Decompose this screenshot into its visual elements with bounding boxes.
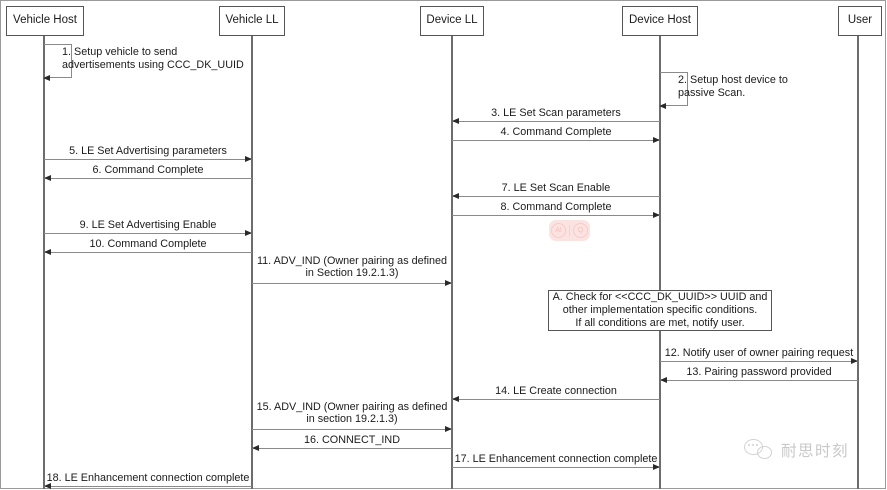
self-message-arrowhead: [43, 74, 50, 81]
brand-watermark-text: 耐思时刻: [781, 443, 850, 460]
message-label-m3: 3. LE Set Scan parameters: [491, 107, 621, 119]
message-line-m9: [44, 233, 252, 235]
message-line-m14: [452, 399, 660, 401]
message-line-m5: [44, 159, 252, 161]
lifeline-head-vehicle-host[interactable]: Vehicle Host: [6, 6, 84, 36]
message-label-m6: 6. Command Complete: [92, 164, 204, 176]
message-arrowhead-right: [245, 230, 252, 237]
message-arrowhead-right: [245, 156, 252, 163]
message-label-m9: 9. LE Set Advertising Enable: [79, 219, 217, 231]
message-line-m17: [452, 467, 660, 469]
brand-watermark: 耐思时刻: [744, 438, 849, 462]
message-arrowhead-left: [452, 118, 459, 125]
lifeline-label: Device Host: [629, 14, 691, 27]
message-line-m8: [452, 215, 660, 217]
watermark-divider: [569, 225, 570, 236]
message-arrowhead-right: [653, 464, 660, 471]
message-line-m12: [660, 361, 858, 363]
self-message-arrowhead: [659, 102, 666, 109]
message-arrowhead-right: [851, 358, 858, 365]
lifeline-line-vehicle-ll: [251, 36, 253, 489]
message-label-m11: 11. ADV_IND (Owner pairing as defined in…: [256, 255, 448, 280]
message-arrowhead-right: [445, 280, 452, 287]
message-line-m10: [44, 252, 252, 254]
lifeline-line-user: [857, 36, 859, 489]
message-line-m18: [44, 486, 252, 488]
message-arrowhead-left: [44, 483, 51, 490]
message-arrowhead-right: [653, 137, 660, 144]
lifeline-line-vehicle-host: [43, 36, 45, 489]
lifeline-label: Vehicle Host: [13, 14, 77, 27]
ai-badge-icon: AI: [551, 223, 566, 238]
lifeline-head-user[interactable]: User: [838, 6, 882, 36]
message-line-m4: [452, 140, 660, 142]
message-arrowhead-left: [660, 377, 667, 384]
message-label-m15: 15. ADV_IND (Owner pairing as defined in…: [256, 401, 448, 426]
message-line-m6: [44, 178, 252, 180]
message-label-m17: 17. LE Enhancement connection complete: [454, 453, 658, 465]
lifeline-head-device-ll[interactable]: Device LL: [420, 6, 484, 36]
lifeline-label: User: [847, 14, 873, 27]
message-label-m13: 13. Pairing password provided: [686, 366, 832, 378]
message-label-m4: 4. Command Complete: [500, 126, 612, 138]
message-line-m3: [452, 121, 660, 123]
message-line-m11: [252, 283, 452, 285]
note-box-note-a: A. Check for <<CCC_DK_UUID>> UUID and ot…: [548, 290, 772, 331]
search-badge-icon: Q: [573, 223, 588, 238]
message-arrowhead-left: [452, 193, 459, 200]
message-label-m7: 7. LE Set Scan Enable: [501, 182, 611, 194]
message-label-m10: 10. Command Complete: [89, 238, 207, 250]
message-label-m5: 5. LE Set Advertising parameters: [69, 145, 227, 157]
message-label-m12: 12. Notify user of owner pairing request: [664, 347, 854, 359]
lifeline-label: Vehicle LL: [225, 14, 279, 27]
message-line-m15: [252, 429, 452, 431]
message-arrowhead-left: [44, 249, 51, 256]
message-arrowhead-left: [44, 175, 51, 182]
speech-bubbles-icon: [744, 438, 774, 462]
lifeline-head-device-host[interactable]: Device Host: [622, 6, 698, 36]
self-message-loop-m2: [660, 72, 688, 106]
message-line-m13: [660, 380, 858, 382]
self-message-label-m2: 2. Setup host device to passive Scan.: [678, 74, 788, 99]
message-label-m18: 18. LE Enhancement connection complete: [46, 472, 250, 484]
lifeline-line-device-ll: [451, 36, 453, 489]
message-label-m14: 14. LE Create connection: [495, 385, 617, 397]
message-line-m16: [252, 448, 452, 450]
self-message-label-m1: 1. Setup vehicle to send advertisements …: [62, 46, 244, 71]
message-arrowhead-right: [653, 212, 660, 219]
lifeline-line-device-host: [659, 36, 661, 489]
message-arrowhead-right: [445, 426, 452, 433]
lifeline-label: Device LL: [426, 14, 478, 27]
center-watermark-pill: AI Q: [549, 220, 590, 241]
message-label-m16: 16. CONNECT_IND: [304, 434, 400, 446]
message-arrowhead-left: [252, 445, 259, 452]
message-label-m8: 8. Command Complete: [500, 201, 612, 213]
message-line-m7: [452, 196, 660, 198]
message-arrowhead-left: [452, 396, 459, 403]
lifeline-head-vehicle-ll[interactable]: Vehicle LL: [219, 6, 285, 36]
self-message-loop-m1: [44, 44, 72, 78]
note-text: A. Check for <<CCC_DK_UUID>> UUID and ot…: [552, 290, 768, 330]
